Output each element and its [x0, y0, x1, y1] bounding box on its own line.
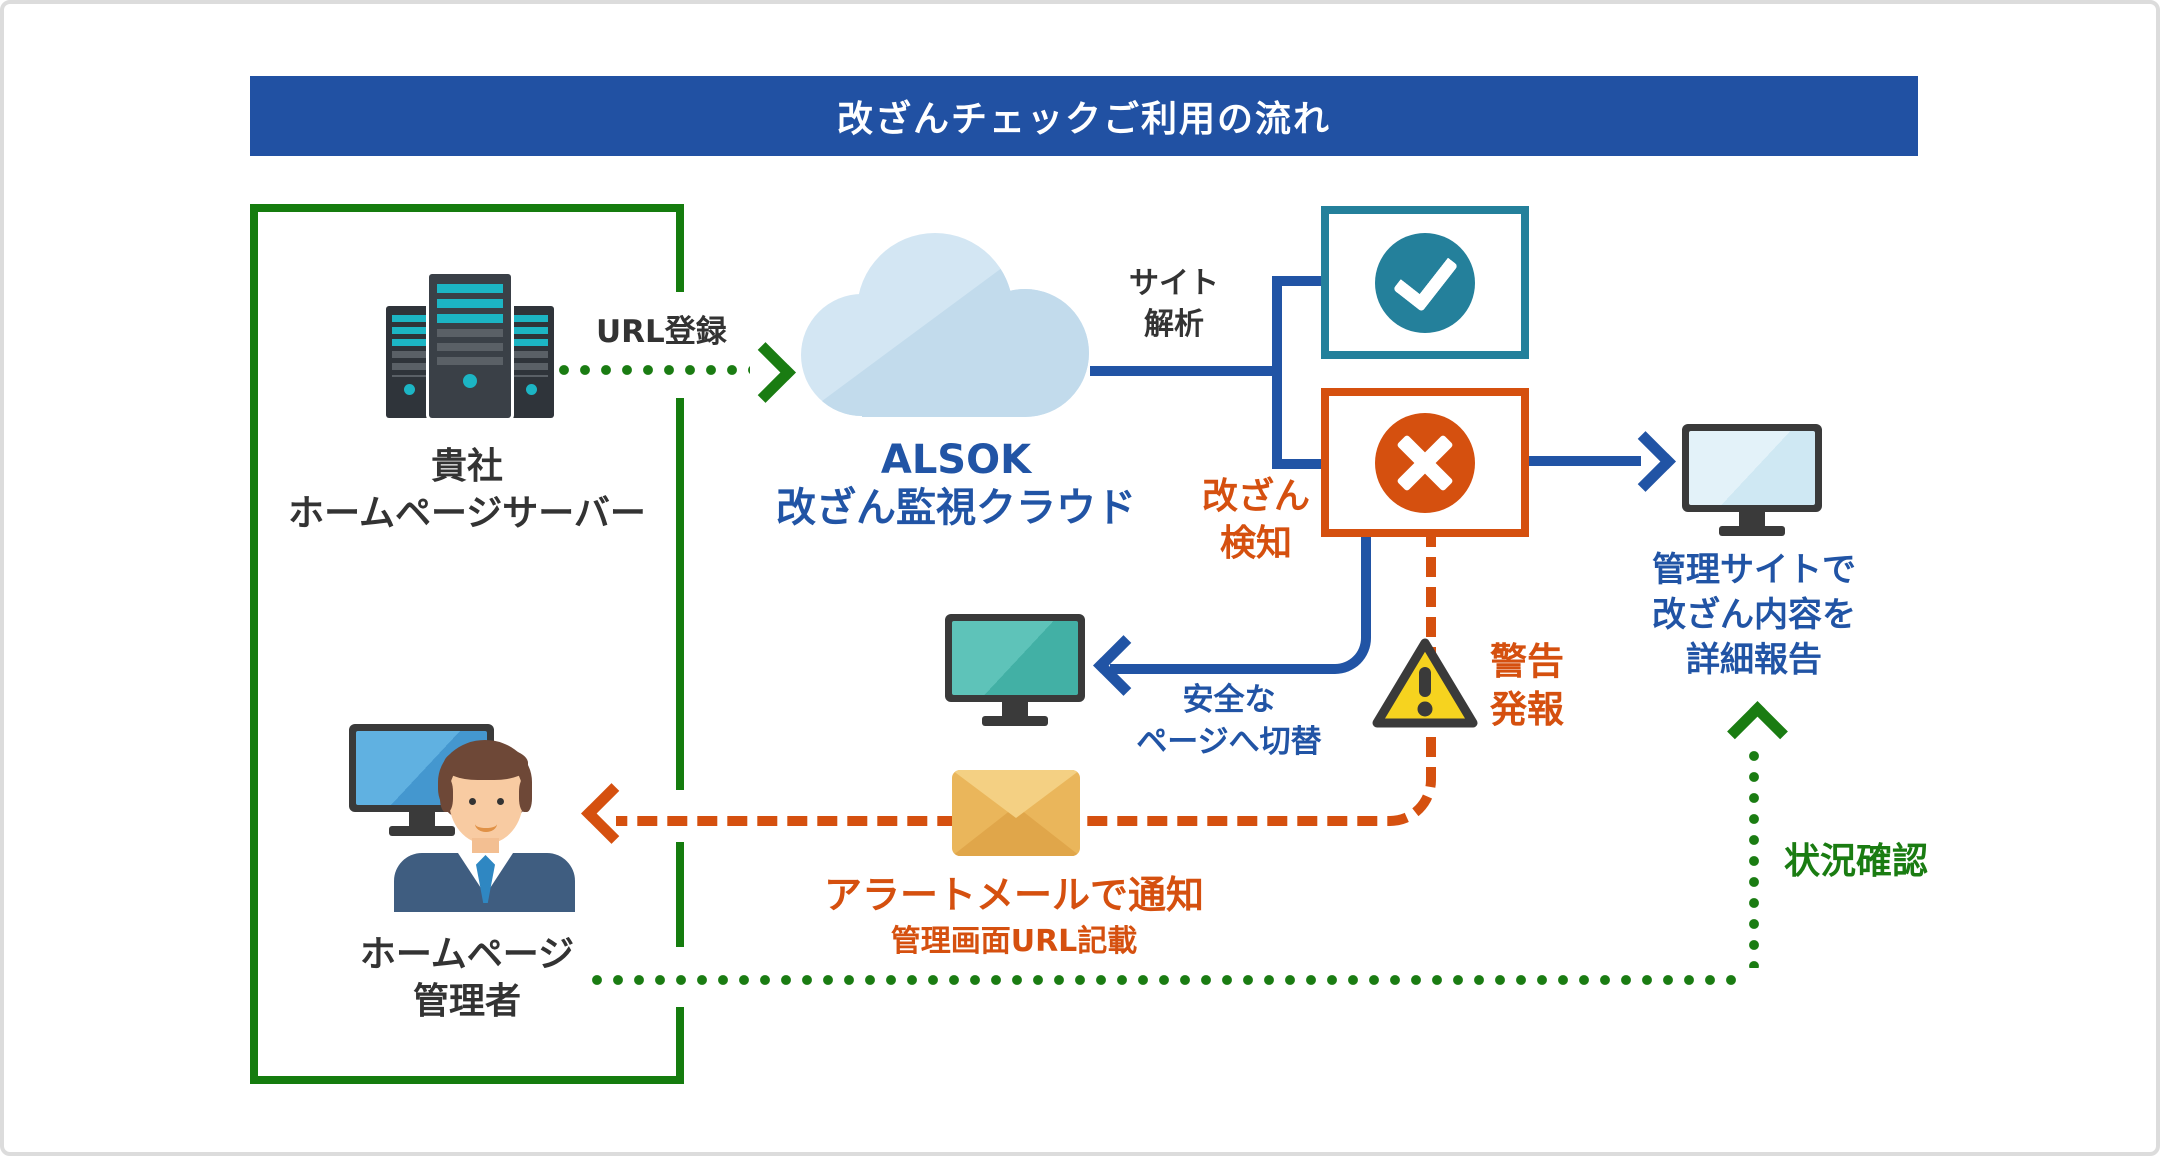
site-analysis-label: サイト 解析 [1094, 264, 1254, 345]
safe-page-line [1110, 532, 1371, 674]
server-tower-right-icon [508, 306, 554, 418]
cross-icon [1375, 412, 1475, 513]
status-check-label: 状況確認 [1784, 841, 1929, 882]
warning-label: 警告 発報 [1490, 638, 1564, 734]
cloud-icon [801, 233, 1089, 417]
warning-line1: 警告 [1490, 640, 1564, 683]
status-check-dotted-horizontal [587, 975, 1747, 985]
result-ok-box [1321, 206, 1529, 359]
detail-report-line2: 改ざん内容を [1652, 595, 1856, 636]
warning-triangle-icon [1372, 638, 1478, 728]
admin-avatar [392, 740, 577, 912]
status-check-dotted-vertical [1749, 746, 1759, 968]
warning-line2: 発報 [1490, 688, 1564, 732]
detail-report-label: 管理サイトで 改ざん内容を 詳細報告 [1614, 548, 1894, 684]
admin-label-line2: 管理者 [412, 980, 521, 1022]
admin-label: ホームページ 管理者 [254, 932, 680, 1026]
alert-mail-sub-label: 管理画面URL記載 [890, 924, 1138, 959]
server-label-line1: 貴社 [430, 446, 503, 487]
page-title: 改ざんチェックご利用の流れ [836, 99, 1331, 140]
branch-line-to-ok [1280, 276, 1321, 286]
url-register-arrowhead-icon [735, 342, 796, 403]
site-analysis-line [1090, 366, 1274, 376]
safe-page-monitor-icon [945, 614, 1085, 726]
header-bar: 改ざんチェックご利用の流れ [250, 76, 1918, 156]
tamper-detect-label: 改ざん 検知 [1156, 474, 1356, 568]
cloud-label-line1: ALSOK [880, 437, 1032, 483]
url-register-dotted-line [554, 365, 750, 375]
server-tower-left-icon [386, 306, 432, 418]
site-analysis-line1: サイト [1129, 266, 1219, 301]
server-label-line2: ホームページサーバー [288, 492, 646, 534]
envelope-icon [952, 770, 1080, 856]
check-icon [1375, 232, 1475, 333]
safe-page-label: 安全な ページへ切替 [1079, 680, 1379, 764]
cloud-label-line2: 改ざん監視クラウド [776, 485, 1136, 531]
server-tower-center-icon [429, 274, 511, 418]
safe-page-line2: ページへ切替 [1136, 723, 1322, 760]
branch-line-vertical [1272, 276, 1282, 469]
site-analysis-line2: 解析 [1144, 306, 1204, 342]
server-label: 貴社 ホームページサーバー [254, 444, 680, 538]
safe-page-line1: 安全な [1182, 682, 1276, 718]
alert-mail-label: アラートメールで通知 [823, 873, 1204, 917]
server-icon [386, 274, 554, 418]
branch-line-to-ng [1280, 459, 1321, 469]
detail-report-line1: 管理サイトで [1652, 550, 1856, 590]
status-check-arrowhead-icon [1727, 701, 1788, 762]
admin-label-line1: ホームページ [359, 934, 575, 975]
report-monitor-icon [1682, 424, 1822, 536]
result-ng-box [1321, 388, 1529, 537]
detail-report-line3: 詳細報告 [1686, 640, 1822, 681]
report-arrow-line [1529, 456, 1641, 466]
tamper-detect-line1: 改ざん [1201, 476, 1310, 517]
report-arrowhead-icon [1615, 431, 1676, 492]
customer-boundary-box [250, 204, 684, 1084]
cloud-label: ALSOK 改ざん監視クラウド [746, 436, 1166, 532]
url-register-label: URL登録 [596, 314, 727, 350]
tamper-detect-line2: 検知 [1219, 522, 1292, 564]
